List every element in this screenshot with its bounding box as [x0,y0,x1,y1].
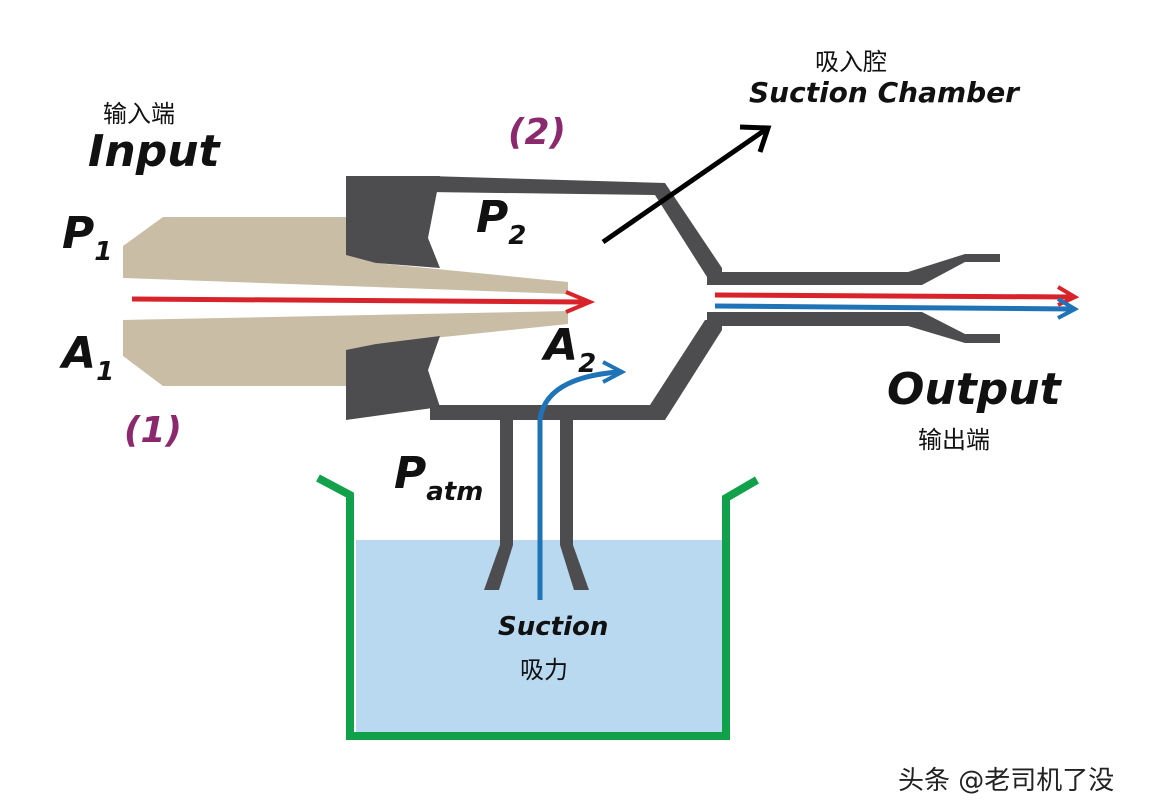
outlet-top [707,254,1000,285]
p1-sub: 1 [94,237,113,267]
suction-cn-label: 吸力 [520,656,568,684]
output-blue-arrow [714,303,1073,312]
nozzle-top [123,217,568,294]
output-red-arrow [714,292,1073,300]
flange-upper [346,176,440,268]
chamber-top-wall [428,176,722,277]
chamber-bottom-wall [430,320,722,420]
input-en-label: Input [88,126,220,177]
suction-flow-arrow [537,369,619,600]
suction-en-label: Suction [498,612,609,642]
p2-label: P2 [476,192,526,251]
label-2: (2) [508,112,566,153]
a1-main: A [62,328,97,379]
nozzle-bottom [123,311,568,386]
input-cn-label: 输入端 [103,100,175,128]
label-1: (1) [124,410,182,451]
p2-sub: 2 [508,221,527,251]
output-cn-label: 输出端 [918,426,990,454]
patm-main: P [394,448,427,499]
input-flow-arrow [131,296,586,305]
suction-chamber-pointer-head [739,124,772,153]
suction-tube-right [560,412,589,590]
suction-chamber-cn-label: 吸入腔 [815,48,887,76]
suction-chamber-en-label: Suction Chamber [749,76,1019,109]
a1-label: A1 [62,328,114,387]
watermark: 头条 @老司机了没 [898,766,1115,796]
suction-chamber-pointer [601,127,767,245]
flange-lower [346,336,440,420]
output-blue-arrowhead [1056,297,1080,320]
suction-flow-arrowhead [602,360,627,384]
output-en-label: Output [887,364,1061,415]
outlet-bottom [707,312,1000,343]
tank [316,474,760,740]
suction-tube-left [484,412,513,590]
a2-label: A2 [544,320,596,379]
patm-sub: atm [426,477,484,507]
p1-main: P [62,208,95,259]
p2-main: P [476,192,509,243]
patm-label: Patm [394,448,483,507]
input-flow-arrowhead [565,290,596,314]
a2-main: A [544,320,579,371]
a2-sub: 2 [578,349,597,379]
a1-sub: 1 [96,357,115,387]
p1-label: P1 [62,208,112,267]
